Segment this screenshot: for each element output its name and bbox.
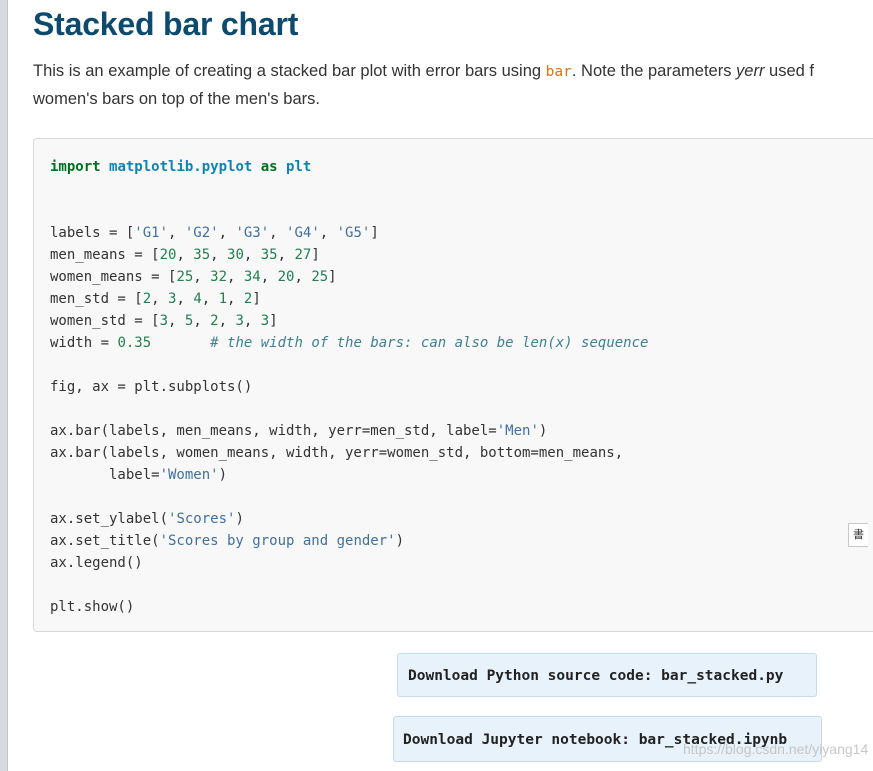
code-men-std: men_std = [	[50, 291, 143, 307]
code-num: 25	[311, 269, 329, 285]
code-num: 2	[243, 291, 253, 307]
code-listing[interactable]: import matplotlib.pyplot as plt labels =…	[50, 159, 649, 615]
import-alias: plt	[286, 159, 312, 175]
page-title: Stacked bar chart	[33, 6, 299, 42]
code-num: 30	[227, 247, 244, 263]
main-content: Stacked bar chart This is an example of …	[33, 0, 873, 771]
code-str: 'Scores by group and gender'	[159, 533, 396, 549]
code-ylabel: ax.set_ylabel(	[50, 511, 169, 527]
code-men-means: men_means = [	[50, 247, 160, 263]
code-str: 'G4'	[286, 225, 320, 241]
code-num: 1	[218, 291, 228, 307]
code-str: 'Women'	[159, 467, 219, 483]
code-legend: ax.legend()	[50, 555, 143, 571]
code-str: 'G1'	[134, 225, 169, 241]
code-str: 'G5'	[336, 225, 371, 241]
code-str: 'G3'	[235, 225, 270, 241]
code-bar-women: ax.bar(labels, women_means, width, yerr=…	[50, 445, 624, 461]
code-num: 35	[193, 247, 211, 263]
intro-paragraph: This is an example of creating a stacked…	[33, 58, 873, 113]
code-num: 3	[168, 291, 177, 307]
code-num: 4	[193, 291, 202, 307]
code-bar-women-cont: label=	[50, 467, 160, 483]
as-keyword: as	[260, 159, 278, 175]
code-str: 'Men'	[496, 423, 539, 439]
code-num: 3	[159, 313, 169, 329]
code-women-std: women_std = [	[50, 313, 160, 329]
code-labels: labels = [	[50, 225, 135, 241]
import-keyword: import	[50, 159, 101, 175]
import-module: matplotlib.pyplot	[109, 159, 253, 175]
code-num: 27	[294, 247, 312, 263]
yerr-param: yerr	[736, 62, 765, 80]
side-tab-handle[interactable]: 書	[848, 523, 868, 547]
download-python-button[interactable]: Download Python source code: bar_stacked…	[397, 653, 817, 697]
watermark-text: https://blog.csdn.net/yiyang14	[683, 741, 869, 757]
code-num: 25	[176, 269, 194, 285]
intro-line-2: women's bars on top of the men's bars.	[33, 90, 320, 108]
code-num: 2	[142, 291, 152, 307]
code-women-means: women_means = [	[50, 269, 177, 285]
intro-text-3: used f	[764, 62, 815, 80]
code-num: 3	[260, 313, 270, 329]
code-num: 20	[277, 269, 295, 285]
code-num: 5	[184, 313, 194, 329]
code-num: 20	[159, 247, 177, 263]
left-sidebar-rail	[0, 0, 8, 771]
code-width: width =	[50, 335, 118, 351]
code-subplots: fig, ax = plt.subplots()	[50, 379, 253, 395]
code-num: 34	[243, 269, 261, 285]
intro-line-1: This is an example of creating a stacked…	[33, 58, 873, 86]
code-str: 'G2'	[184, 225, 219, 241]
code-title: ax.set_title(	[50, 533, 160, 549]
code-str: 'Scores'	[168, 511, 236, 527]
code-num: 2	[210, 313, 219, 329]
bar-link[interactable]: bar	[546, 62, 572, 80]
download-notebook-button[interactable]: Download Jupyter notebook: bar_stacked.i…	[393, 716, 822, 762]
code-num: 32	[210, 269, 228, 285]
code-show: plt.show()	[50, 599, 135, 615]
code-num: 35	[260, 247, 278, 263]
code-bar-men: ax.bar(labels, men_means, width, yerr=me…	[50, 423, 497, 439]
code-num: 3	[235, 313, 244, 329]
intro-text-1: This is an example of creating a stacked…	[33, 62, 546, 80]
code-comment: # the width of the bars: can also be len…	[210, 335, 649, 351]
code-num: 0.35	[117, 335, 152, 351]
bar-code-ref[interactable]: bar	[545, 64, 572, 80]
code-block[interactable]: import matplotlib.pyplot as plt labels =…	[33, 138, 873, 632]
intro-text-2: . Note the parameters	[571, 62, 737, 80]
